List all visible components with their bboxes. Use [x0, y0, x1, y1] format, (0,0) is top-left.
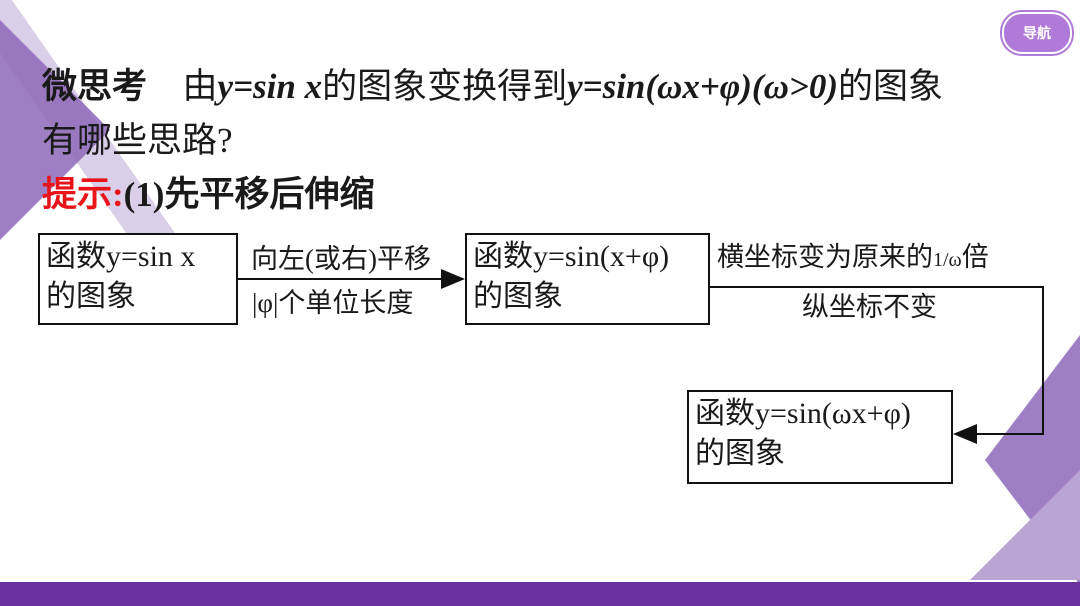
box-sin-omega-x-phi: 函数y=sin(ωx+φ) 的图象	[687, 390, 953, 484]
nav-button-label: 导航	[1023, 26, 1051, 42]
box-sin-x-phi-line1: 函数y=sin(x+φ)	[473, 240, 670, 273]
arrow-stretch-fraction: 1/ω	[933, 249, 962, 271]
question-line-2: 有哪些思路?	[42, 121, 233, 160]
arrow-stretch-label-text: 横坐标变为原来的	[717, 242, 933, 272]
hint-line: 提示:(1)先平移后伸缩	[42, 172, 374, 218]
bottom-accent-bar	[0, 582, 1080, 606]
hint-label: 提示:	[42, 175, 124, 214]
question-text-c: 的图象	[838, 67, 944, 106]
arrow-stretch-label-top: 横坐标变为原来的1/ω倍	[717, 240, 989, 277]
box-sin-x-line2: 的图象	[46, 280, 136, 313]
question-text-b: 的图象变换得到	[322, 67, 568, 106]
question-text-a: 由	[182, 67, 218, 106]
box-sin-x-phi-line2: 的图象	[473, 280, 563, 313]
box-sin-x-line1: 函数y=sin x	[46, 240, 196, 273]
question-formula-a: y=sin x	[217, 67, 323, 106]
question-label: 微思考	[42, 67, 148, 106]
decor-stripe-right	[970, 470, 1080, 580]
box-sin-x: 函数y=sin x 的图象	[38, 233, 238, 325]
decor-triangle-left	[0, 20, 110, 240]
nav-button[interactable]: 导航	[1002, 12, 1072, 54]
question-line-1: 微思考 由y=sin x的图象变换得到y=sin(ωx+φ)(ω>0)的图象	[42, 64, 943, 110]
question-formula-b: y=sin(ωx+φ)(ω>0)	[567, 67, 838, 106]
box-sin-omega-x-phi-line2: 的图象	[695, 437, 785, 470]
box-sin-omega-x-phi-line1: 函数y=sin(ωx+φ)	[695, 397, 911, 430]
arrow-shift-label-bottom: |φ|个单位长度	[252, 288, 414, 318]
arrow-stretch	[710, 286, 1044, 444]
box-sin-x-phi: 函数y=sin(x+φ) 的图象	[465, 233, 710, 325]
hint-text: (1)先平移后伸缩	[123, 175, 375, 214]
arrow-stretch-label-suffix: 倍	[961, 242, 989, 272]
arrow-stretch-label-bottom: 纵坐标不变	[802, 292, 937, 322]
arrow-shift-label-top: 向左(或右)平移	[251, 244, 431, 274]
